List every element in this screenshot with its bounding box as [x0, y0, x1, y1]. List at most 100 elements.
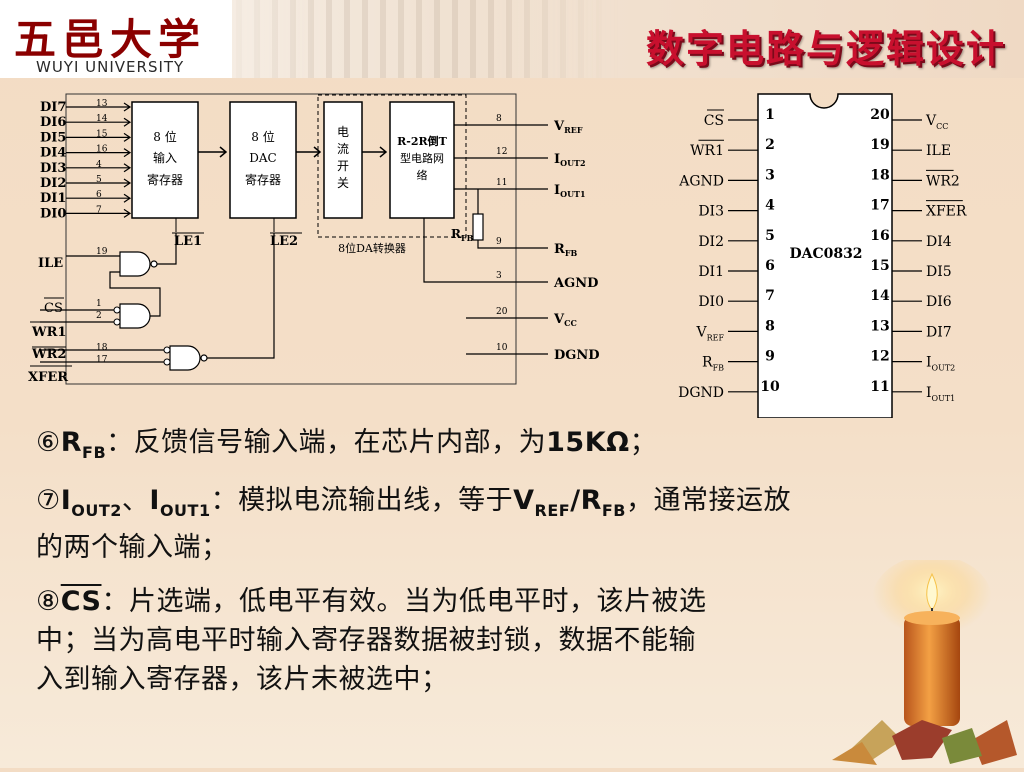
chip-pin-number: 15 — [870, 258, 889, 274]
item-7-sym2: I — [149, 485, 160, 516]
chip-pin-number: 1 — [765, 107, 775, 123]
item-7-text: ：模拟电流输出线，等于 — [210, 485, 514, 516]
switch-char-2: 流 — [337, 142, 349, 156]
data-input-line — [66, 148, 132, 158]
output-label-main: V — [553, 312, 565, 327]
item-8-text-1: ：片选端，低电平有效。当为低电平时，该片被选 — [101, 586, 707, 617]
data-input-pin: 15 — [96, 129, 108, 139]
chip-pin-label-sub: OUT1 — [932, 394, 956, 403]
chip-pin-number: 14 — [870, 288, 890, 304]
chip-pin-label: XFER — [926, 204, 967, 220]
logo-english-text: WUYI UNIVERSITY — [36, 58, 185, 76]
chip-pin-label-main: V — [695, 324, 707, 340]
chip-pin-label: CS — [704, 113, 724, 129]
chip-pin-label: DI2 — [698, 234, 724, 250]
chip-pin-number: 16 — [870, 228, 889, 244]
chip-pin-label: RFB — [702, 355, 724, 373]
chip-pin-label: DI0 — [698, 294, 724, 310]
chip-pin-label-main: DI3 — [698, 204, 724, 220]
chip-pin-label-main: DI6 — [926, 294, 952, 310]
chip-pin-number: 4 — [765, 198, 775, 214]
xfer-pin: 17 — [96, 355, 108, 365]
item-7-sym1-sub: OUT2 — [71, 501, 122, 520]
chip-pin-label-main: I — [926, 385, 932, 401]
item-7-line-1: ⑦IOUT2、IOUT1：模拟电流输出线，等于VREF/RFB，通常接运放 — [36, 482, 791, 529]
switch-char-3: 开 — [337, 159, 349, 173]
output-label-main: I — [554, 152, 560, 167]
output-label-sub: FB — [565, 248, 578, 258]
chip-pin-label: AGND — [678, 173, 724, 189]
chip-pin-number: 8 — [765, 318, 775, 334]
description-item-6: ⑥RFB：反馈信号输入端，在芯片内部，为15KΩ； — [36, 424, 657, 471]
data-input-label: DI3 — [40, 161, 66, 176]
ile-label: ILE — [38, 256, 63, 271]
dac0832-chip: DAC0832 1CS2WR13AGND4DI35DI26DI17DI08VRE… — [678, 93, 967, 419]
output-label: DGND — [554, 348, 600, 363]
chip-pin-label: ILE — [926, 143, 951, 159]
chip-name: DAC0832 — [789, 246, 862, 262]
description-item-8: ⑧CS：片选端，低电平有效。当为低电平时，该片被选 中；当为高电平时输入寄存器数… — [36, 582, 706, 699]
chip-pin-number: 18 — [870, 167, 889, 183]
chip-pin-label-main: WR1 — [690, 143, 724, 159]
dac-register-box — [229, 101, 297, 219]
chip-pin-label: DI7 — [926, 324, 952, 340]
control-wires — [40, 233, 275, 363]
chip-pin-number: 3 — [765, 167, 775, 183]
chip-pin-label-main: DI7 — [926, 324, 952, 340]
data-input-pin: 6 — [96, 190, 102, 200]
chip-pin-label-main: ILE — [926, 143, 951, 159]
output-label-main: V — [553, 119, 565, 134]
chip-pin-label-main: DI5 — [926, 264, 952, 280]
output-pin-number: 3 — [496, 271, 502, 281]
description-item-7: ⑦IOUT2、IOUT1：模拟电流输出线，等于VREF/RFB，通常接运放 的两… — [36, 482, 791, 566]
chip-pin-number: 10 — [760, 379, 780, 395]
output-label: RFB — [554, 242, 577, 258]
item-6-symbol: R — [60, 427, 83, 458]
chip-pin-label-sub: REF — [707, 333, 725, 342]
item-8-marker: ⑧ — [36, 586, 61, 617]
chip-pin-number: 17 — [870, 198, 889, 214]
slide-title: 数字电路与逻辑设计 — [645, 27, 1006, 71]
output-wires — [423, 124, 548, 355]
chip-pin-label-main: AGND — [678, 173, 724, 189]
output-label: IOUT2 — [554, 152, 586, 168]
r2r-line-3: 络 — [417, 168, 428, 182]
output-label-main: AGND — [553, 276, 598, 291]
block-diagram-frame — [65, 93, 517, 385]
input-register-line-2: 输入 — [153, 150, 177, 165]
chip-pin-label-main: DI0 — [698, 294, 724, 310]
data-input-pin: 13 — [96, 99, 108, 109]
chip-pin-label-main: V — [925, 113, 937, 129]
wr2-pin: 18 — [96, 343, 108, 353]
output-label-sub: OUT1 — [560, 189, 585, 199]
output-pin-number: 8 — [496, 114, 502, 124]
item-7-slash: / — [570, 485, 581, 516]
chip-pin-number: 9 — [765, 349, 775, 365]
dac-converter-dashed-box — [317, 94, 467, 238]
data-input-line — [66, 178, 132, 188]
chip-pin-label-main: XFER — [926, 204, 967, 220]
data-input-label: DI0 — [40, 206, 66, 221]
output-pin-number: 11 — [496, 178, 507, 188]
le1-label: LE1 — [174, 234, 202, 249]
data-input-line — [66, 132, 132, 142]
chip-pin-label: DI5 — [926, 264, 952, 280]
and-gate-xfer — [169, 345, 201, 371]
chip-pin-label: IOUT2 — [926, 355, 955, 373]
dac-converter-label: 8位DA转换器 — [338, 241, 406, 255]
chip-pin-label: DI4 — [926, 234, 952, 250]
output-pin-number: 20 — [496, 307, 508, 317]
item-7-rfb: R — [580, 485, 602, 516]
chip-pins: 1CS2WR13AGND4DI35DI26DI17DI08VREF9RFB10D… — [678, 107, 967, 403]
output-label-sub: REF — [564, 125, 583, 135]
chip-pin-label-main: CS — [704, 113, 724, 129]
output-label-main: R — [554, 242, 565, 257]
data-input-line — [66, 117, 132, 127]
chip-pin-label: WR1 — [690, 143, 724, 159]
dac-register-line-2: DAC — [249, 151, 276, 165]
chip-pin-label: VCC — [925, 113, 948, 131]
wr1-label: WR1 — [31, 325, 66, 340]
data-input-label: DI6 — [40, 115, 66, 130]
